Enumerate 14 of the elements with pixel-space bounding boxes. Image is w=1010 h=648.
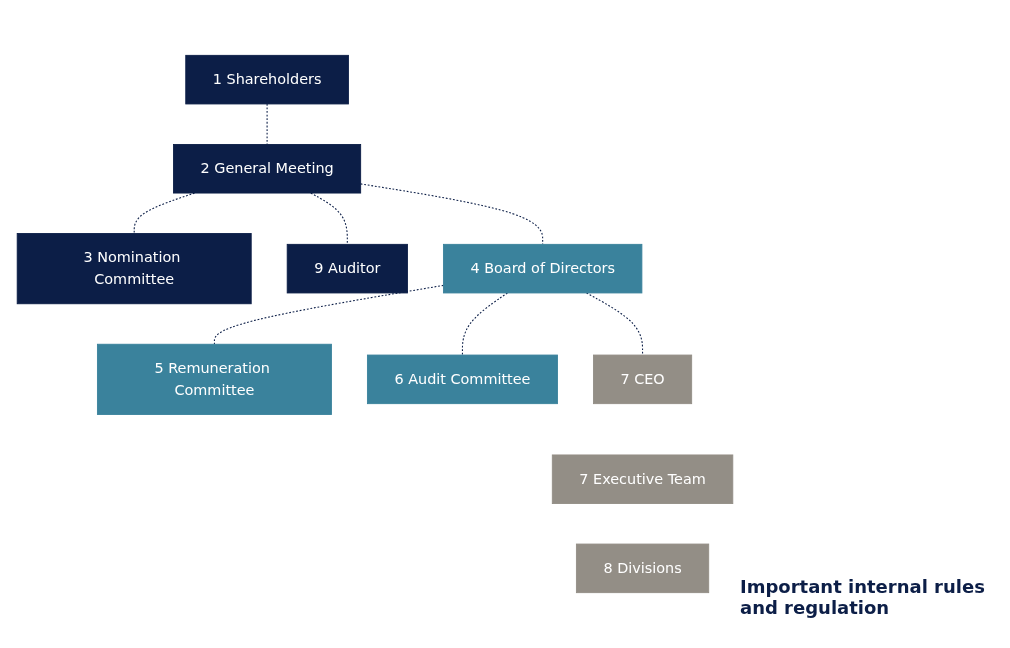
connector [360,183,544,245]
node-box: 7 CEO [593,354,693,405]
node-box: 7 Executive Team [551,454,734,504]
section-heading: Important internal rules and regulation [740,576,986,618]
node-box: 4 Board of Directors [443,243,643,294]
node-box: 5 Remuneration Committee [97,343,332,415]
node-box: 8 Divisions [575,543,710,594]
node-box: 1 Shareholders [185,54,349,105]
node-box: 9 Auditor [286,243,408,294]
node-box: 2 General Meeting [173,144,362,194]
node-box: 6 Audit Committee [367,354,558,405]
node-box: 3 Nomination Committee [16,233,252,305]
connector [213,284,444,345]
connector [266,103,268,145]
